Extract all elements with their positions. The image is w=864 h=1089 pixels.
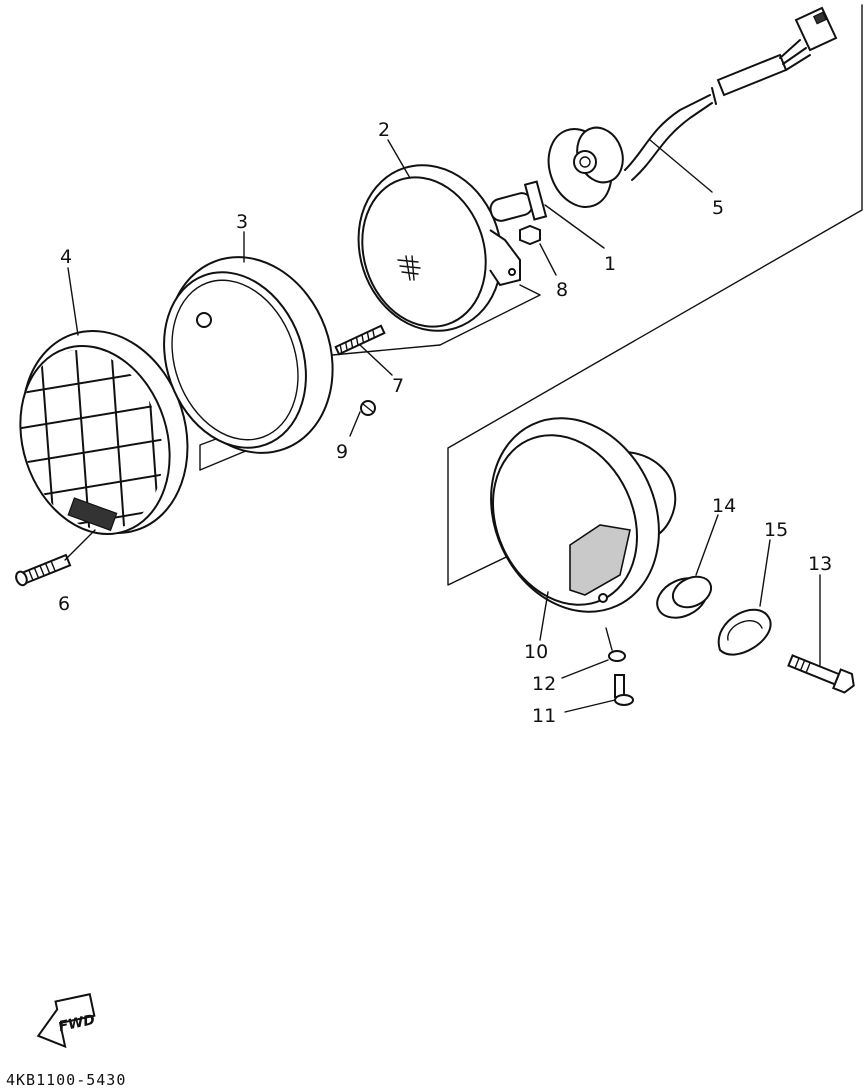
adjust-screw-part: [334, 324, 386, 356]
bulb-part: [489, 180, 548, 222]
headlight-lens-part: [357, 164, 521, 332]
headlight-rim-part: [163, 256, 334, 454]
guard-bolt-part: [15, 553, 72, 587]
part-code: 4KB1100-5430: [6, 1071, 127, 1089]
cover-part-15: [717, 539, 772, 656]
nut-part-8: [519, 224, 557, 276]
fwd-arrow-icon: FWD: [36, 993, 96, 1049]
bolt-part-13: [787, 654, 855, 694]
callout-4: 4: [60, 246, 72, 268]
callout-15: 15: [764, 519, 788, 541]
callout-7: 7: [392, 375, 404, 397]
callout-1: 1: [604, 253, 616, 275]
callout-3: 3: [236, 211, 248, 233]
headlight-housing-part: [490, 417, 677, 641]
washer-part-12: [561, 627, 626, 679]
callout-12: 12: [532, 673, 556, 695]
callout-6: 6: [58, 593, 70, 615]
screw-part-9: [349, 400, 376, 437]
callout-11: 11: [532, 705, 556, 727]
callout-8: 8: [556, 279, 568, 301]
callout-13: 13: [808, 553, 832, 575]
callout-5: 5: [712, 197, 724, 219]
callout-14: 14: [712, 495, 736, 517]
callout-9: 9: [336, 441, 348, 463]
callout-labels: 1 2 3 4 5 6 7 8 9 10 11 12 13 14 15: [58, 119, 832, 727]
callout-10: 10: [524, 641, 548, 663]
fwd-label: FWD: [57, 1012, 96, 1035]
callout-2: 2: [378, 119, 390, 141]
grommet-part-14: [656, 514, 719, 619]
leader-lines: [67, 139, 411, 336]
socket-harness-part: [547, 6, 838, 208]
screw-part-11: [564, 674, 634, 713]
